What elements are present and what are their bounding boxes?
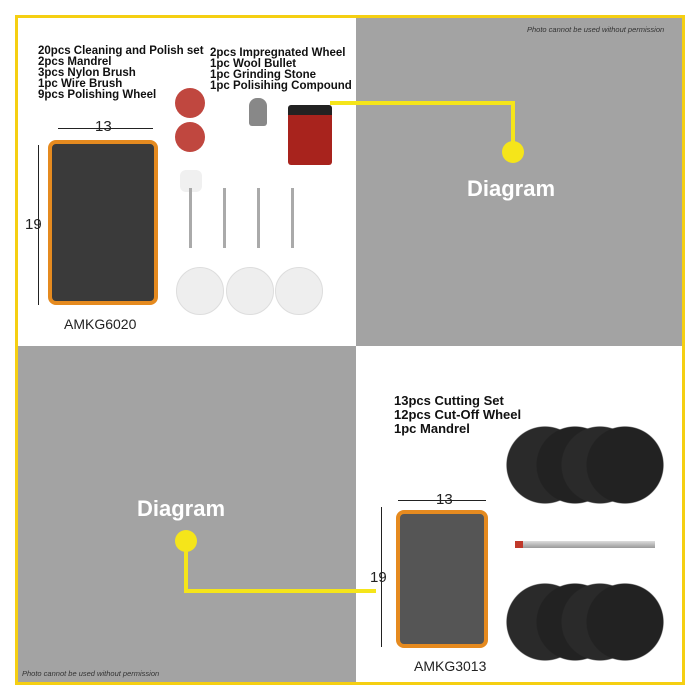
- diagram-label-bottom: Diagram: [137, 496, 226, 521]
- brushes-image: [175, 188, 325, 248]
- polishing-wheel-image: [176, 267, 224, 315]
- dimension-line: [38, 145, 39, 305]
- polishing-wheel-image: [226, 267, 274, 315]
- cutoff-wheels-image: [505, 425, 665, 505]
- connector-line: [511, 101, 515, 151]
- connector-line: [330, 101, 515, 105]
- kit1-case-image: [48, 140, 158, 305]
- dimension-line: [58, 128, 153, 129]
- connector-dot: [502, 141, 524, 163]
- compound-jar-image: [288, 105, 332, 165]
- diagram-label-top: Diagram: [467, 176, 556, 201]
- kit1-width: 13: [95, 118, 112, 135]
- dimension-line: [398, 500, 486, 501]
- cutoff-wheels-image: [505, 582, 665, 662]
- frame-border: [15, 15, 685, 685]
- mandrel-image: [515, 541, 655, 548]
- notice-bottom: Photo cannot be used without permission: [22, 669, 160, 678]
- grinding-stone-image: [249, 98, 267, 126]
- impregnated-wheel-image: [175, 88, 205, 118]
- kit1-model: AMKG6020: [64, 316, 137, 332]
- panel-diagram-top: [356, 18, 682, 346]
- panel-diagram-bottom: [18, 346, 356, 682]
- dimension-line: [381, 507, 382, 647]
- polishing-wheel-image: [275, 267, 323, 315]
- kit2-height: 19: [370, 569, 387, 586]
- kit1-height: 19: [25, 216, 42, 233]
- connector-line: [184, 589, 376, 593]
- impregnated-wheel-image: [175, 122, 205, 152]
- notice-top: Photo cannot be used without permission: [527, 25, 665, 34]
- wool-bullet-image: [180, 170, 202, 192]
- kit2-model: AMKG3013: [414, 658, 487, 674]
- kit2-case-image: [396, 510, 488, 648]
- kit2-width: 13: [436, 491, 453, 508]
- connector-line: [184, 540, 188, 592]
